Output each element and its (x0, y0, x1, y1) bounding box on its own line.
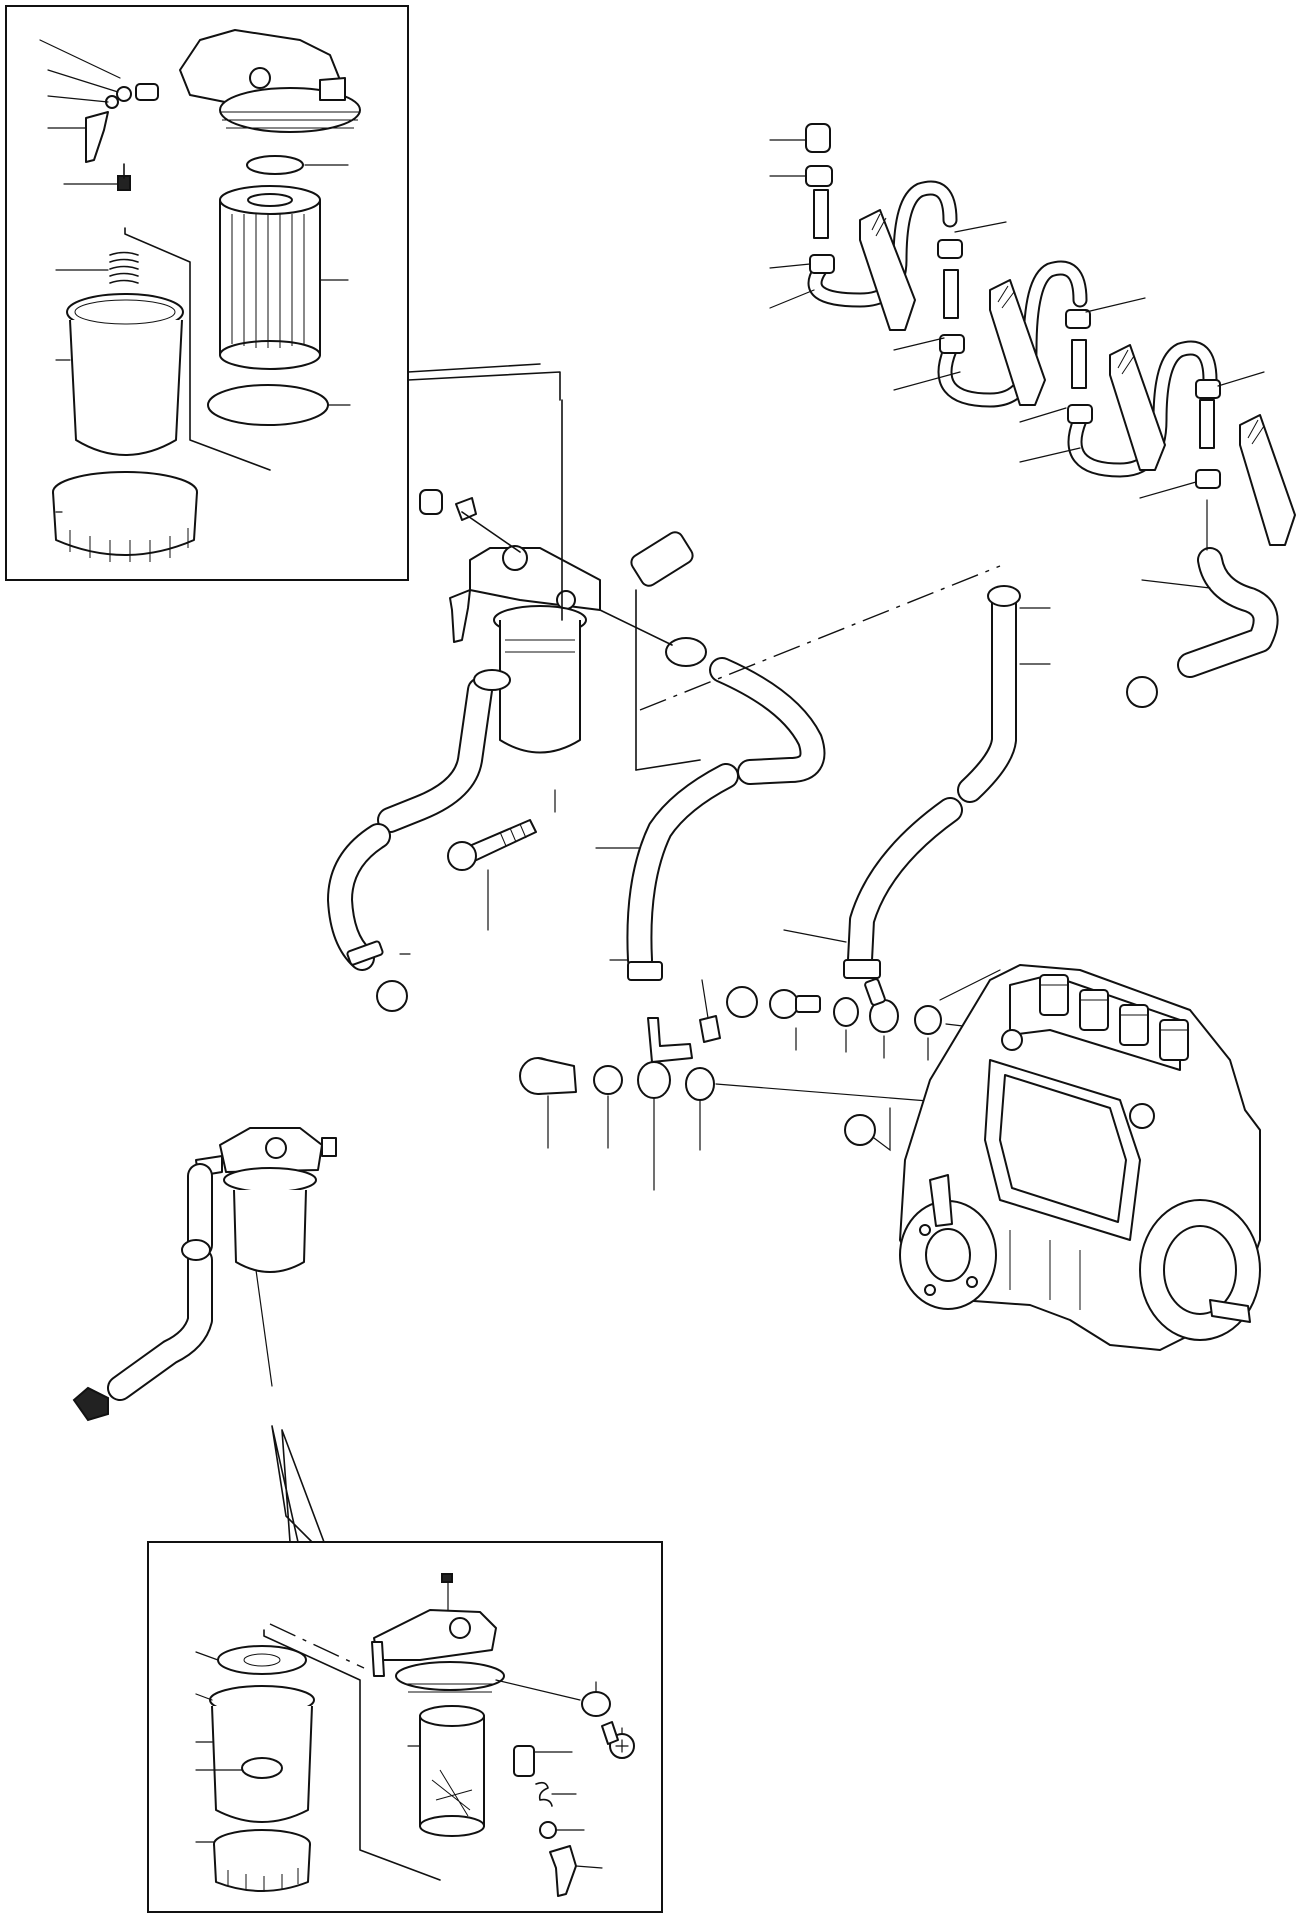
leader-lines-bottom-inset (195, 1651, 623, 1869)
bottom-assembly-bracket (263, 1629, 441, 1881)
filter-detail-inset-bottom (147, 1425, 663, 1913)
banjo-bolt-part (769, 989, 821, 1019)
bottom-lever-part (549, 1845, 577, 1897)
injection-pump (899, 964, 1261, 1351)
inset-pointer-top-2 (407, 363, 541, 373)
hollow-bolt-part (447, 819, 537, 871)
bleed-bolt-part (117, 163, 131, 191)
reference-circle (844, 1114, 876, 1146)
pipe-nut (1065, 309, 1091, 329)
vent-plug-part (513, 1745, 535, 1777)
hose-clamp (665, 637, 707, 667)
injection-nozzle-4 (1239, 414, 1296, 546)
fuel-hose-center (626, 657, 826, 981)
fittings-row (519, 978, 1141, 1191)
banjo-part (864, 978, 899, 1033)
bottom-dash-line (269, 1623, 365, 1669)
pipe-segment (943, 269, 959, 319)
bottom-filter-element (419, 1705, 485, 1837)
clip-part (455, 497, 477, 521)
o-ring-large (207, 384, 329, 426)
injection-nozzle-2 (989, 279, 1046, 406)
pump-governor-end (1139, 1199, 1261, 1341)
filter-cap-disc (217, 1645, 307, 1675)
washer-part (685, 1067, 715, 1101)
fuel-hose-left (327, 669, 511, 971)
vent-screw-part (105, 83, 159, 109)
washer-part (914, 1005, 942, 1035)
washer-part (581, 1691, 611, 1717)
filter-head-part (179, 29, 361, 133)
pipe-nut (1195, 379, 1221, 399)
fitting-nut-part (519, 1057, 577, 1095)
main-filter-assembly (419, 399, 707, 931)
alternate-filter-assembly (195, 1127, 337, 1387)
leader-lines-right (769, 139, 1265, 589)
inset-frame-bottom (147, 1541, 663, 1913)
pipe-nut (1067, 404, 1093, 424)
pipe-nut (939, 334, 965, 354)
cap-part (805, 123, 831, 153)
return-hose-end (1177, 547, 1279, 678)
main-filter-head (469, 547, 601, 611)
reference-circle (726, 986, 758, 1018)
bottom-filter-bowl (209, 1685, 315, 1823)
banjo-elbow (647, 1017, 693, 1063)
filter-element-part (219, 185, 321, 370)
banjo-part-lower (637, 1061, 671, 1099)
plug-part (419, 489, 443, 515)
fuel-hose-right (843, 585, 1021, 979)
alternate-filter-hose (107, 1163, 213, 1401)
cap-part (805, 165, 833, 187)
alt-filter-leader (255, 1269, 273, 1387)
bottom-bolt-part (601, 1721, 635, 1759)
injection-pipe-3 (1067, 340, 1218, 478)
main-filter-lever (449, 589, 471, 643)
inset-pointer-bottom (271, 1425, 313, 1543)
small-fitting (699, 1015, 721, 1043)
leader-lines-fittings-bottom (547, 1083, 1141, 1191)
straight-hose-connector (630, 531, 694, 587)
lever-part (85, 111, 109, 163)
assembly-bracket-line (124, 227, 271, 471)
flow-arrow-icon (72, 1386, 109, 1422)
injection-nozzle-1 (859, 209, 916, 331)
pipe-nut (937, 239, 963, 259)
main-filter-bowl (493, 605, 587, 754)
pump-inlet-stub (929, 1174, 953, 1227)
injection-nozzle-3 (1109, 344, 1166, 471)
inset-frame-top (5, 5, 409, 581)
injection-pipes-group (769, 123, 1296, 708)
washer-part (833, 997, 859, 1027)
bottom-filter-head (371, 1609, 505, 1693)
leader-lines-pump (873, 969, 1001, 1152)
pipe-segment (1071, 339, 1087, 389)
reference-circle (1126, 676, 1158, 708)
ball-part (539, 1821, 557, 1839)
leader-lines-fittings-top (795, 1023, 1015, 1061)
leader-lines-top-left (39, 39, 121, 185)
filter-bowl-part (66, 293, 184, 456)
pipe-segment (813, 189, 829, 239)
reference-circle (376, 980, 408, 1012)
bottom-retainer-ring (213, 1829, 311, 1892)
pipe-nut (1195, 469, 1221, 489)
o-ring-small (246, 155, 304, 175)
pipe-segment (1199, 399, 1215, 449)
pipe-nut (809, 254, 835, 274)
inset-pointer-top (407, 371, 561, 401)
leader-lines-center (399, 607, 1051, 961)
retainer-ring-part (52, 471, 198, 562)
hose-link-dash (639, 565, 1001, 711)
filter-detail-inset-top (5, 5, 561, 581)
washer-part (593, 1065, 623, 1095)
delivery-valve (1039, 974, 1189, 1061)
bottom-spring-part (535, 1781, 553, 1807)
spring-part (109, 251, 139, 284)
